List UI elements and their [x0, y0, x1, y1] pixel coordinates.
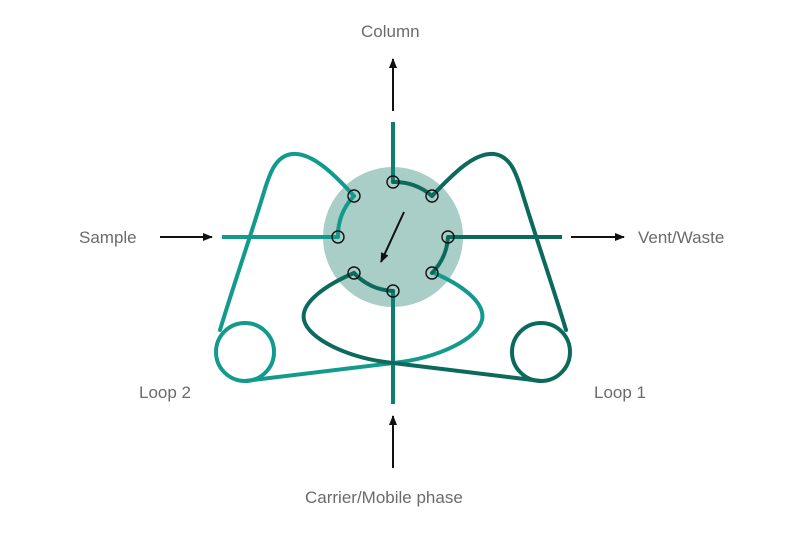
- rotor-channel-top-right: [391, 179, 434, 198]
- loop1-coil: [510, 321, 572, 383]
- port-6: [347, 266, 361, 280]
- port-4: [425, 266, 439, 280]
- port-1: [386, 175, 400, 189]
- loop1-upper-tube: [430, 151, 568, 332]
- rotor-pointer-arrow: [380, 211, 405, 263]
- vent-waste-label: Vent/Waste: [638, 228, 725, 247]
- loop1-lower-tube: [301, 271, 543, 383]
- port-3: [441, 230, 455, 244]
- rotor-channel-left: [335, 194, 356, 239]
- port-5: [386, 284, 400, 298]
- port-8: [347, 189, 361, 203]
- loop2-upper-tube: [218, 151, 356, 332]
- port-7: [331, 230, 345, 244]
- sample-label: Sample: [79, 228, 137, 247]
- rotor-channel-bottom: [352, 271, 395, 293]
- loop2-coil: [214, 321, 276, 383]
- column-label: Column: [361, 22, 420, 41]
- port-2: [425, 189, 439, 203]
- carrier-mobile-phase-label: Carrier/Mobile phase: [305, 488, 463, 507]
- loop-1-label: Loop 1: [594, 383, 646, 402]
- loop2-lower-tube: [243, 271, 485, 383]
- rotor-channel-right: [430, 235, 450, 275]
- loop-2-label: Loop 2: [139, 383, 191, 402]
